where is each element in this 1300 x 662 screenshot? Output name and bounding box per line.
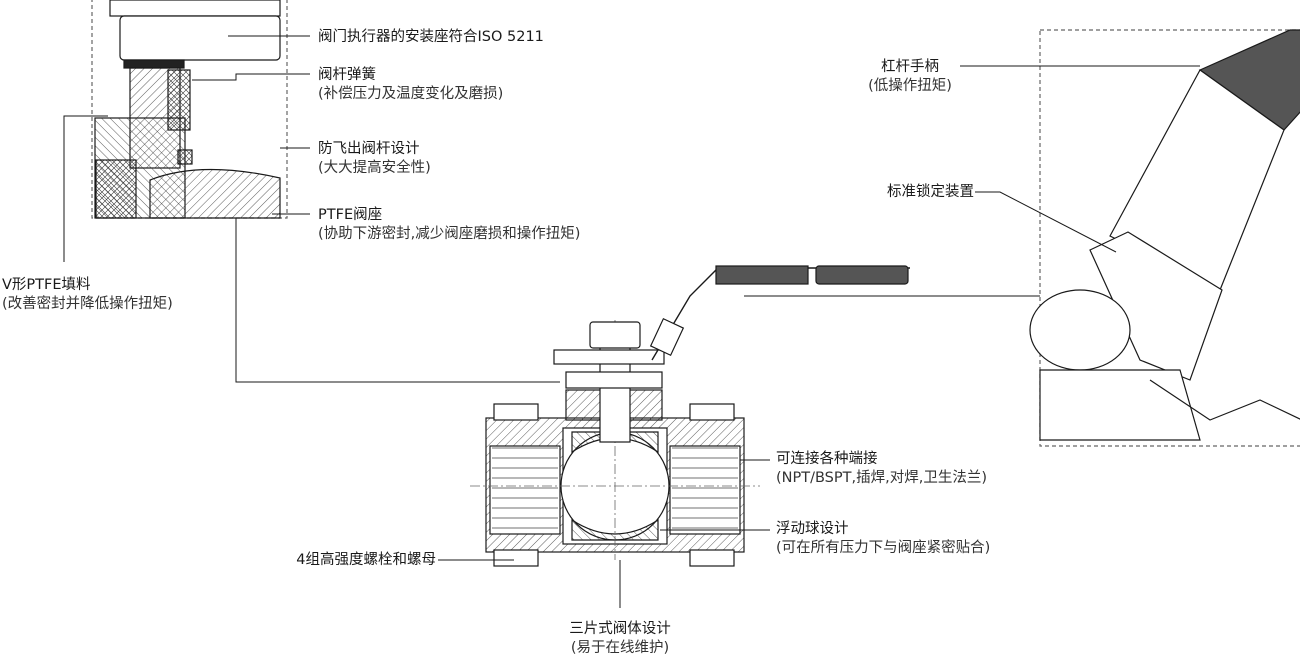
- callout-v-packing-title: V形PTFE填料: [2, 277, 91, 293]
- callout-three-piece-body: 三片式阀体设计 (易于在线维护): [540, 620, 700, 658]
- callout-bolts-nuts: 4组高强度螺栓和螺母: [236, 551, 436, 570]
- callout-end-connections-note: (NPT/BSPT,插焊,对焊,卫生法兰): [776, 470, 987, 486]
- callout-actuator-mount: 阀门执行器的安装座符合ISO 5211: [318, 28, 544, 47]
- callout-blowout-stem-title: 防飞出阀杆设计: [318, 141, 420, 157]
- callout-lever-handle-title: 杠杆手柄: [881, 59, 939, 75]
- callout-lever-handle-note: (低操作扭矩): [868, 78, 952, 94]
- callout-three-piece-body-title: 三片式阀体设计: [569, 621, 671, 637]
- callout-end-connections: 可连接各种端接 (NPT/BSPT,插焊,对焊,卫生法兰): [776, 450, 987, 488]
- callout-stem-spring-note: (补偿压力及温度变化及磨损): [318, 86, 504, 102]
- callout-three-piece-body-note: (易于在线维护): [570, 640, 670, 656]
- callout-stem-spring: 阀杆弹簧 (补偿压力及温度变化及磨损): [318, 66, 503, 104]
- callout-floating-ball: 浮动球设计 (可在所有压力下与阀座紧密贴合): [776, 520, 990, 558]
- callout-bolts-nuts-title: 4组高强度螺栓和螺母: [296, 552, 436, 568]
- callout-floating-ball-note: (可在所有压力下与阀座紧密贴合): [776, 540, 991, 556]
- callout-v-packing-note: (改善密封并降低操作扭矩): [2, 296, 173, 312]
- leader-lines: [63, 35, 1200, 608]
- callout-blowout-stem-note: (大大提高安全性): [318, 160, 431, 176]
- callout-blowout-stem: 防飞出阀杆设计 (大大提高安全性): [318, 140, 431, 178]
- callout-actuator-mount-title: 阀门执行器的安装座符合ISO 5211: [318, 29, 544, 45]
- valve-assembly: [470, 265, 910, 567]
- callout-ptfe-seat-title: PTFE阀座: [318, 207, 383, 223]
- handle-detail-view: [1029, 29, 1300, 447]
- callout-ptfe-seat: PTFE阀座 (协助下游密封,减少阀座磨损和操作扭矩): [318, 206, 580, 244]
- callout-lever-handle: 杠杆手柄 (低操作扭矩): [860, 58, 960, 96]
- callout-floating-ball-title: 浮动球设计: [776, 521, 849, 537]
- callout-v-packing: V形PTFE填料 (改善密封并降低操作扭矩): [2, 276, 173, 314]
- stem-detail-view: [91, 0, 288, 219]
- callout-locking-device-title: 标准锁定装置: [887, 184, 974, 200]
- callout-locking-device: 标准锁定装置: [840, 183, 974, 202]
- callout-stem-spring-title: 阀杆弹簧: [318, 67, 376, 83]
- callout-ptfe-seat-note: (协助下游密封,减少阀座磨损和操作扭矩): [318, 226, 581, 242]
- callout-end-connections-title: 可连接各种端接: [776, 451, 878, 467]
